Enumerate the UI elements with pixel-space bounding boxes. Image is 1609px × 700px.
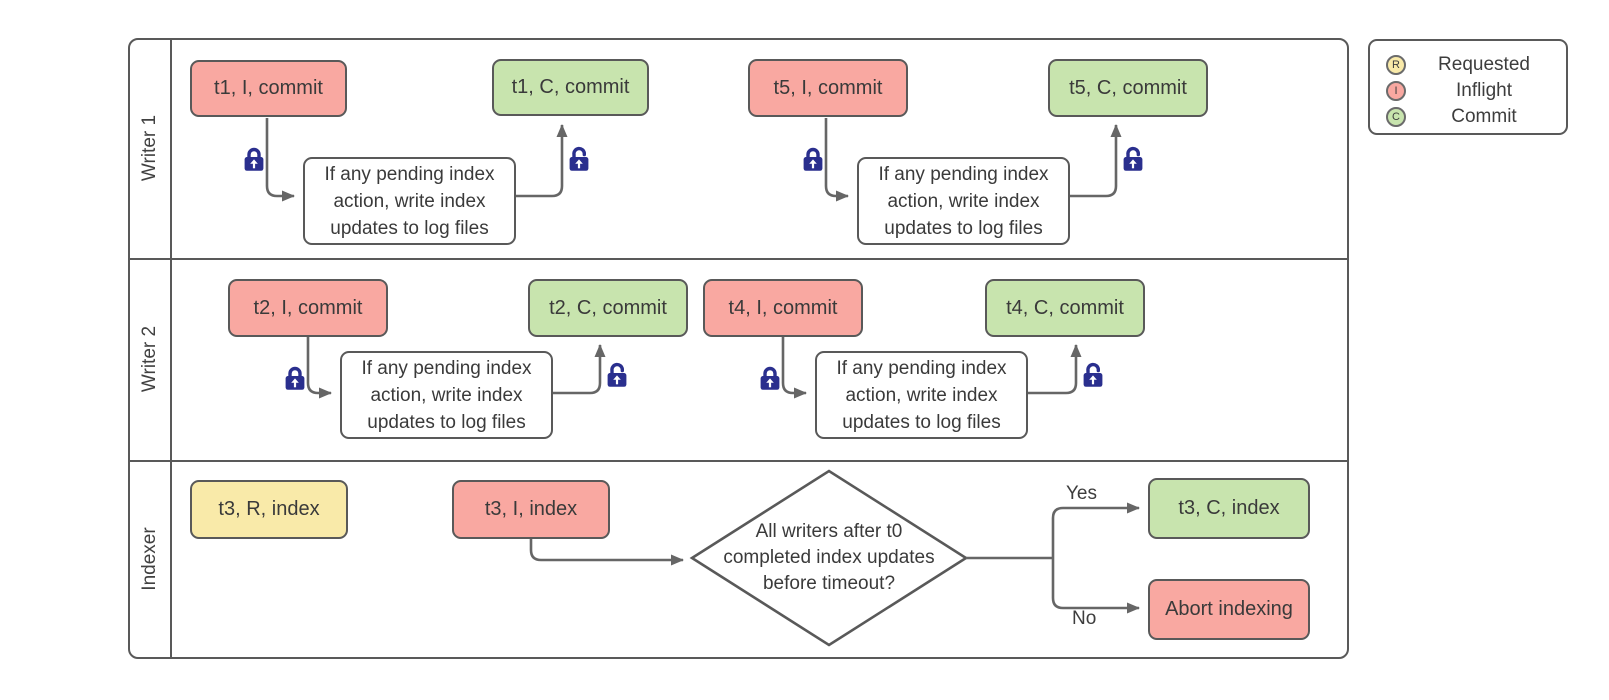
node-t5-commit: t5, C, commit [1048, 59, 1208, 117]
node-t3-requested: t3, R, index [190, 480, 348, 539]
node-t1-inflight: t1, I, commit [190, 60, 347, 117]
node-t5-inflight: t5, I, commit [748, 59, 908, 117]
requested-state-icon: R [1386, 55, 1406, 75]
pending-note-line: If any pending index [878, 163, 1049, 185]
node-pending-note: If any pending index action, write index… [857, 157, 1070, 245]
legend-item-inflight: I Inflight [1386, 78, 1556, 104]
lane-label-writer1: Writer 1 [139, 114, 160, 182]
no-label: No [1072, 608, 1097, 629]
decision-line: before timeout? [762, 573, 896, 594]
lane-label-writer2: Writer 2 [139, 325, 160, 393]
lane-divider [130, 258, 1347, 260]
pending-note-line: updates to log files [367, 411, 526, 433]
pending-note-line: If any pending index [324, 163, 495, 185]
commit-state-icon: C [1386, 107, 1406, 127]
node-pending-note: If any pending index action, write index… [303, 157, 516, 245]
legend-item-commit: C Commit [1386, 104, 1556, 130]
node-t2-commit: t2, C, commit [528, 279, 688, 337]
decision-line: All writers after t0 [755, 521, 903, 542]
decision-label: All writers after t0 completed index upd… [702, 519, 956, 597]
pending-note-line: action, write index [887, 190, 1040, 212]
lane-label-column [130, 40, 172, 657]
pending-note-line: action, write index [333, 190, 486, 212]
legend-item-requested: R Requested [1386, 52, 1556, 78]
yes-label: Yes [1066, 483, 1097, 504]
legend-label: Inflight [1456, 80, 1512, 101]
node-t4-inflight: t4, I, commit [703, 279, 863, 337]
pending-note-line: updates to log files [330, 217, 489, 239]
lane-divider [130, 460, 1347, 462]
pending-note-line: updates to log files [884, 217, 1043, 239]
node-t4-commit: t4, C, commit [985, 279, 1145, 337]
pending-note-line: action, write index [370, 384, 523, 406]
node-pending-note: If any pending index action, write index… [340, 351, 553, 439]
pending-note-line: updates to log files [842, 411, 1001, 433]
pending-note-line: If any pending index [361, 357, 532, 379]
legend-label: Requested [1438, 54, 1530, 75]
node-t2-inflight: t2, I, commit [228, 279, 388, 337]
node-pending-note: If any pending index action, write index… [815, 351, 1028, 439]
node-t3-inflight: t3, I, index [452, 480, 610, 539]
node-t3-commit: t3, C, index [1148, 478, 1310, 539]
node-abort-indexing: Abort indexing [1148, 579, 1310, 640]
decision-line: completed index updates [723, 547, 935, 568]
legend: R Requested I Inflight C Commit [1368, 39, 1568, 135]
lane-label-indexer: Indexer [139, 527, 160, 591]
legend-label: Commit [1451, 106, 1517, 127]
pending-note-line: action, write index [845, 384, 998, 406]
pending-note-line: If any pending index [836, 357, 1007, 379]
inflight-state-icon: I [1386, 81, 1406, 101]
node-t1-commit: t1, C, commit [492, 59, 649, 116]
